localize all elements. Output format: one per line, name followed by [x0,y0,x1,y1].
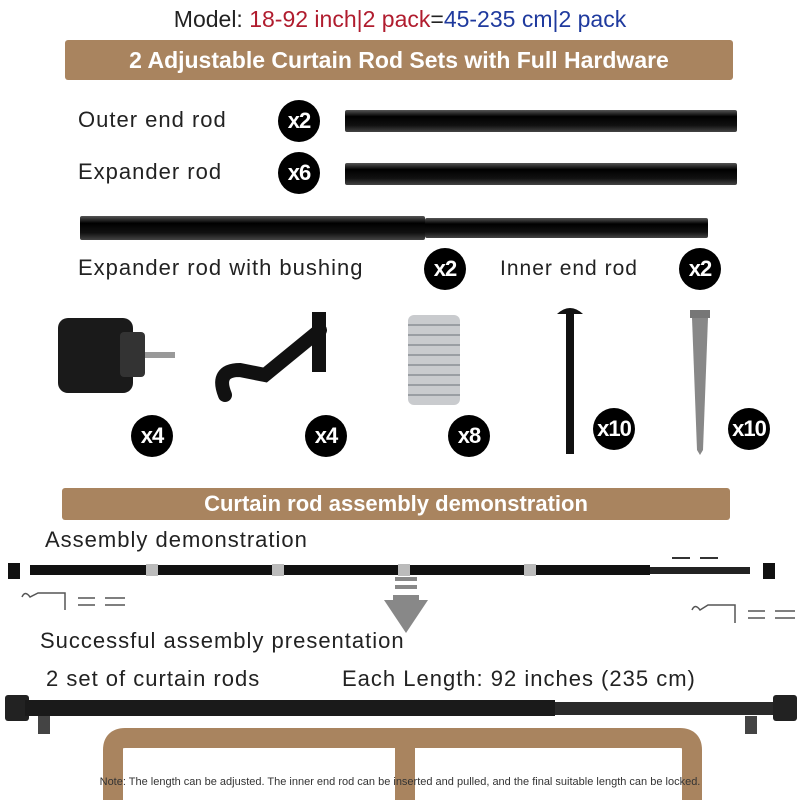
hardware-images [58,308,710,455]
sets-label: 2 set of curtain rods [46,666,261,691]
model-inch: 18-92 inch|2 pack [249,6,431,32]
bushing-rod-qty: x2 [424,248,466,290]
note-text: Note: The length can be adjusted. The in… [99,776,701,788]
model-eq: = [430,6,444,32]
length-label: Each Length: 92 inches (235 cm) [342,666,696,691]
bushing-rod-label: Expander rod with bushing [78,255,364,280]
bracket-qty: x4 [305,415,347,457]
outer-rod-image [345,110,737,132]
model-label: Model: [173,6,243,32]
bushing-rod-inner [425,218,708,238]
screw-icon [557,308,583,454]
model-cm: 45-235 cm|2 pack [443,6,627,32]
finial-icon [58,318,175,393]
spring-icon [408,315,460,405]
outer-rod-label: Outer end rod [78,107,227,132]
banner-full-hardware: 2 Adjustable Curtain Rod Sets with Full … [65,40,733,80]
anchor-qty: x10 [728,408,770,450]
model-line: Model: 18-92 inch|2 pack=45-235 cm|2 pac… [0,6,800,33]
expander-rod-label: Expander rod [78,159,223,184]
assembly-title: Assembly demonstration [45,527,308,552]
finial-qty: x4 [131,415,173,457]
outer-rod-qty: x2 [278,100,320,142]
inner-rod-qty: x2 [679,248,721,290]
success-title: Successful assembly presentation [40,628,405,653]
down-arrow-icon [384,577,428,633]
banner-assembly: Curtain rod assembly demonstration [62,488,730,520]
assembled-rod-image [5,695,797,800]
expander-rod-image [345,163,737,185]
expander-rod-qty: x6 [278,152,320,194]
screw-qty: x10 [593,408,635,450]
assembly-diagram [8,557,795,633]
spring-qty: x8 [448,415,490,457]
inner-rod-label: Inner end rod [500,257,638,280]
bushing-rod-image [80,216,425,240]
bracket-icon [215,312,327,402]
anchor-icon [690,310,710,455]
